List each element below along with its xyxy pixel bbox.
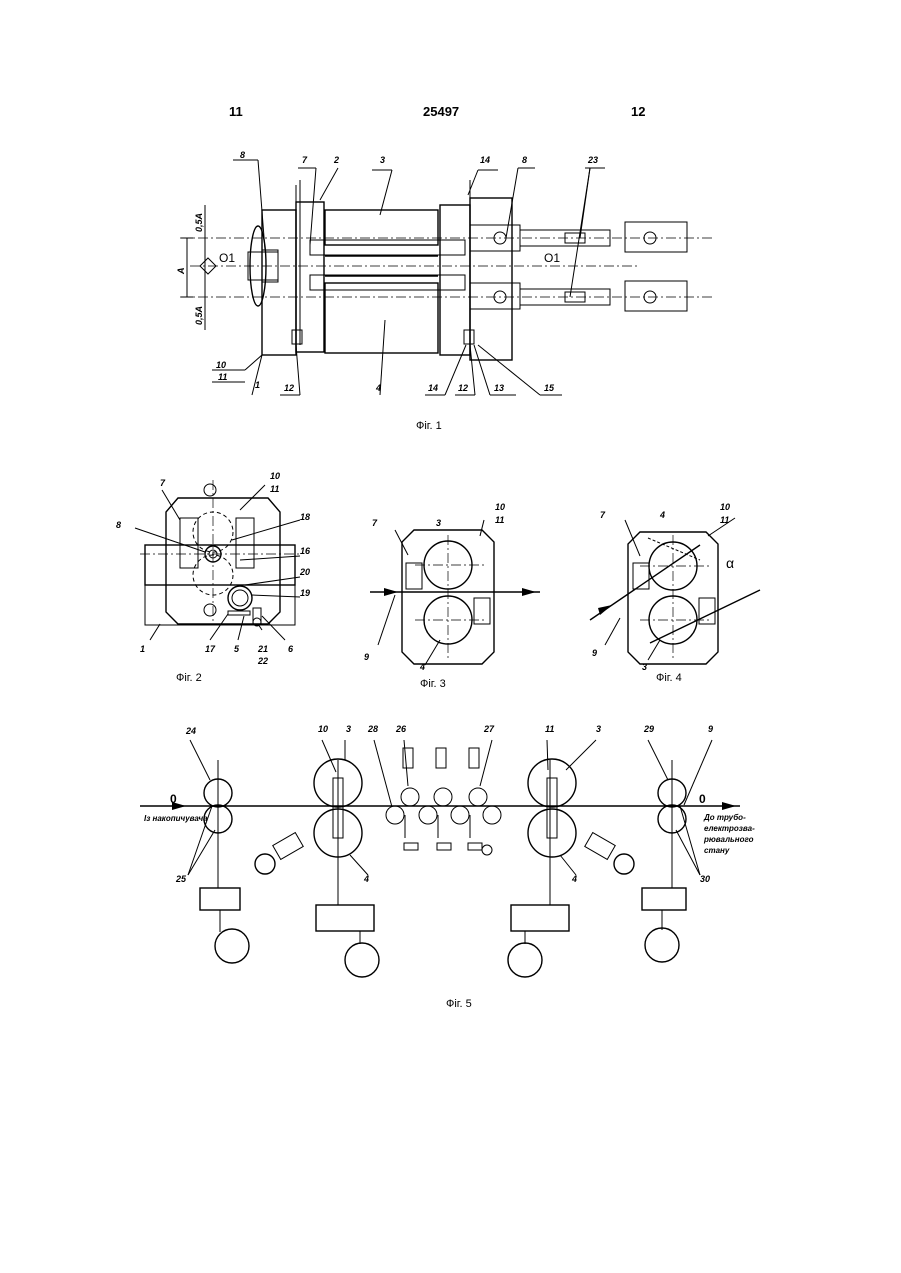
fig1-label-7: 7 [302,155,308,165]
fig2-label-8: 8 [116,520,121,530]
fig2-label-1: 1 [140,644,145,654]
fig2-label-22: 22 [257,656,268,666]
fig2-label-10: 10 [270,471,280,481]
fig4-label-4: 4 [659,510,665,520]
fig5-label-26: 26 [395,724,407,734]
fig5-note-right-2: електрозва- [704,824,755,833]
fig4-label-9: 9 [592,648,597,658]
figure-4-drawing [590,518,760,664]
fig1-label-05a-bottom: 0,5A [194,306,204,325]
figure-2-drawing [135,480,300,640]
fig1-label-8: 8 [240,150,245,160]
fig1-label-a: A [176,268,186,276]
fig5-label-24: 24 [185,726,196,736]
fig3-label-7: 7 [372,518,378,528]
fig5-label-3b: 3 [596,724,601,734]
fig2-label-19: 19 [300,588,310,598]
fig1-label-2: 2 [333,155,339,165]
fig3-label-4: 4 [419,662,425,672]
fig1-label-4: 4 [375,383,381,393]
fig1-label-12b: 12 [458,383,468,393]
fig5-label-0-right: 0 [699,792,706,806]
figure-1-labels: 8 7 2 3 14 8 23 0,5A A 0,5A O1 O1 10 11 … [176,150,598,393]
fig5-label-25: 25 [175,874,187,884]
fig5-label-27: 27 [483,724,495,734]
fig1-label-15: 15 [544,383,555,393]
fig5-label-29: 29 [643,724,654,734]
fig1-label-12: 12 [284,383,294,393]
fig1-caption: Фіг. 1 [416,420,442,432]
fig5-caption: Фіг. 5 [446,998,472,1010]
fig5-label-9: 9 [708,724,713,734]
fig1-label-05a-top: 0,5A [194,213,204,232]
figure-3-drawing [370,520,540,665]
fig1-label-8b: 8 [522,155,527,165]
fig1-label-o1-right: O1 [544,251,560,265]
fig3-label-3: 3 [436,518,441,528]
fig2-label-5: 5 [234,644,240,654]
fig2-label-7: 7 [160,478,166,488]
fig1-label-o1-left: O1 [219,251,235,265]
fig5-note-right-1: До трубо- [703,813,746,822]
fig3-label-9: 9 [364,652,369,662]
fig5-label-0-left: 0 [170,792,177,806]
fig5-note-right-4: стану [704,846,730,855]
fig5-label-30: 30 [700,874,710,884]
fig2-label-11: 11 [270,484,279,494]
fig2-label-21: 21 [257,644,268,654]
fig4-label-10: 10 [720,502,730,512]
fig2-label-16: 16 [300,546,311,556]
fig3-label-11: 11 [495,515,504,525]
fig5-label-4b: 4 [571,874,577,884]
fig2-caption: Фіг. 2 [176,672,202,684]
fig1-label-23: 23 [587,155,598,165]
figure-3-labels: 7 3 10 11 9 4 [364,502,505,672]
fig3-caption: Фіг. 3 [420,678,446,690]
fig1-label-13: 13 [494,383,504,393]
fig1-label-1: 1 [255,380,260,390]
fig5-label-4: 4 [363,874,369,884]
fig2-label-17: 17 [205,644,216,654]
fig2-label-20: 20 [299,567,310,577]
fig1-label-14: 14 [480,155,490,165]
fig1-label-11: 11 [218,372,227,382]
fig2-label-18: 18 [300,512,310,522]
fig5-label-3: 3 [346,724,351,734]
fig4-label-11: 11 [720,515,729,525]
figure-5-drawing [140,740,740,977]
fig1-label-14b: 14 [428,383,438,393]
fig1-label-10: 10 [216,360,226,370]
fig5-label-10: 10 [318,724,328,734]
fig1-label-3: 3 [380,155,385,165]
fig4-caption: Фіг. 4 [656,672,682,684]
fig5-label-28: 28 [367,724,378,734]
figure-4-labels: 7 4 10 11 α 9 3 [592,502,734,672]
fig4-label-7: 7 [600,510,606,520]
fig5-label-11: 11 [545,724,554,734]
fig4-label-alpha: α [726,555,734,571]
figure-1-drawing [180,160,715,395]
fig4-label-3: 3 [642,662,647,672]
fig5-note-right-3: рювального [703,835,754,844]
fig5-note-left: Із накопичувача [144,814,208,823]
fig2-label-6: 6 [288,644,294,654]
fig3-label-10: 10 [495,502,505,512]
